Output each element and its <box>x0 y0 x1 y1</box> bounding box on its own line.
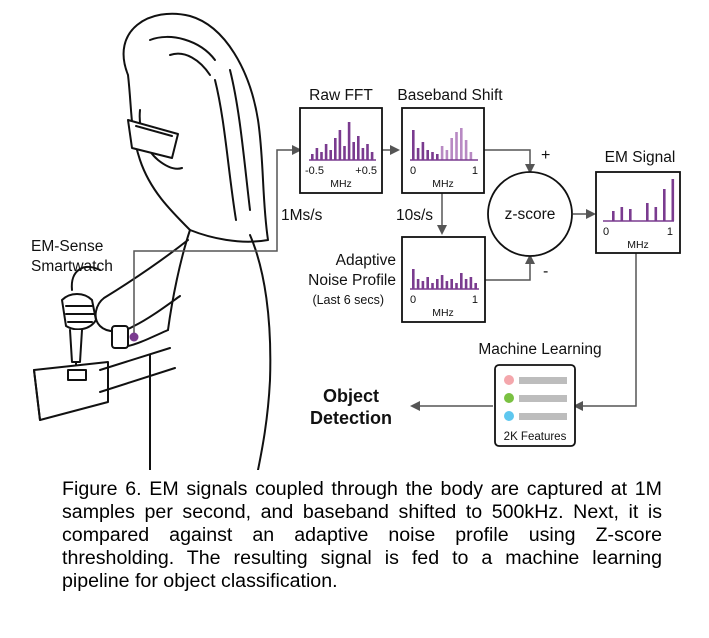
em-signal-panel: EM Signal 0 1 MHz <box>595 149 681 254</box>
spectrum-bar <box>440 275 444 289</box>
feature-dot-2 <box>504 393 514 403</box>
spectrum-bar <box>416 279 420 289</box>
spectrum-bar <box>450 138 453 160</box>
signal-lines <box>133 145 637 411</box>
noise-title-1: Adaptive <box>336 252 396 269</box>
spectrum-bar <box>426 277 429 289</box>
ml-panel: Machine Learning 2K Features <box>478 341 602 447</box>
spectrum-bar <box>421 142 425 160</box>
spectrum-bar <box>612 211 615 221</box>
raw-fft-tick-left: -0.5 <box>305 165 324 177</box>
spectrum-bar <box>440 146 444 160</box>
figure-caption: Figure 6. EM signals coupled through the… <box>62 478 662 592</box>
em-to-ml-line <box>573 253 637 411</box>
spectrum-bar <box>455 132 458 160</box>
watch-to-fft-line <box>133 145 302 337</box>
zscore-minus: - <box>543 263 548 280</box>
spectrum-bar <box>469 152 473 160</box>
spectrum-bar <box>460 128 463 160</box>
spectrum-bar <box>324 144 328 160</box>
spectrum-bar <box>436 279 439 289</box>
raw-fft-title: Raw FFT <box>309 87 373 104</box>
noise-subtitle: (Last 6 secs) <box>312 293 384 307</box>
smartwatch-label-1: EM-Sense <box>31 238 103 255</box>
baseband-unit: MHz <box>432 178 454 190</box>
spectrum-bar <box>329 150 332 160</box>
spectrum-bar <box>474 283 477 289</box>
feature-dot-3 <box>504 411 514 421</box>
baseband-tick-right: 1 <box>472 165 478 177</box>
baseband-to-zscore-arrow <box>484 149 535 174</box>
spectrum-bar <box>421 281 425 289</box>
raw-fft-tick-right: +0.5 <box>355 165 377 177</box>
em-signal-title: EM Signal <box>605 149 676 166</box>
raw-fft-unit: MHz <box>330 178 352 190</box>
noise-bars <box>412 269 477 289</box>
noise-panel: Adaptive Noise Profile (Last 6 secs) 0 1… <box>308 236 486 323</box>
rate-10s-label: 10s/s <box>396 207 433 224</box>
noise-unit: MHz <box>432 307 454 319</box>
zscore-plus: + <box>541 147 550 164</box>
ml-features-label: 2K Features <box>504 431 567 443</box>
spectrum-bar <box>464 279 468 289</box>
person-illustration <box>33 12 272 470</box>
spectrum-bar <box>366 144 369 160</box>
raw-fft-panel: Raw FFT -0.5 +0.5 MHz <box>299 87 383 194</box>
spectrum-bar <box>671 179 675 221</box>
em-sense-diagram: EM-Sense Smartwatch 1Ms/s 10s/s Raw FFT … <box>31 12 681 470</box>
object-detection-1: Object <box>323 386 379 406</box>
spectrum-bar <box>445 150 449 160</box>
spectrum-bar <box>320 152 323 160</box>
spectrum-bar <box>629 209 632 221</box>
em-unit: MHz <box>627 239 649 251</box>
spectrum-bar <box>311 154 314 160</box>
spectrum-bar <box>426 150 429 160</box>
spectrum-bar <box>412 269 415 289</box>
baseband-panel: Baseband Shift 0 1 MHz <box>397 87 503 194</box>
zscore-node: z-score + - <box>487 147 573 280</box>
spectrum-bar <box>416 148 420 160</box>
spectrum-bar <box>343 146 346 160</box>
spectrum-bar <box>431 152 434 160</box>
object-detection-2: Detection <box>310 408 392 428</box>
spectrum-bar <box>436 154 439 160</box>
watch-signal-dot <box>129 332 139 342</box>
baseband-title: Baseband Shift <box>397 87 503 104</box>
baseband-tick-left: 0 <box>410 165 416 177</box>
noise-tick-left: 0 <box>410 294 416 306</box>
spectrum-bar <box>347 122 351 160</box>
noise-to-zscore-arrow <box>485 254 535 281</box>
spectrum-bar <box>646 203 649 221</box>
spectrum-bar <box>450 279 453 289</box>
spectrum-bar <box>663 189 666 221</box>
noise-tick-right: 1 <box>472 294 478 306</box>
spectrum-bar <box>431 283 434 289</box>
zscore-label: z-score <box>505 206 556 223</box>
spectrum-bar <box>464 140 468 160</box>
spectrum-bar <box>445 281 449 289</box>
em-tick-left: 0 <box>603 226 609 238</box>
ml-title: Machine Learning <box>478 341 601 358</box>
feature-dot-1 <box>504 375 514 385</box>
spectrum-bar <box>352 142 355 160</box>
spectrum-bar <box>412 130 415 160</box>
spectrum-bar <box>654 207 658 221</box>
spectrum-bar <box>315 148 319 160</box>
rate-1ms-label: 1Ms/s <box>281 207 323 224</box>
spectrum-bar <box>469 277 473 289</box>
raw-fft-bars <box>311 122 374 160</box>
spectrum-bar <box>370 152 374 160</box>
noise-title-2: Noise Profile <box>308 272 396 289</box>
spectrum-bar <box>620 207 624 221</box>
smartwatch-label-2: Smartwatch <box>31 258 113 275</box>
em-tick-right: 1 <box>667 226 673 238</box>
spectrum-bar <box>334 138 337 160</box>
spectrum-bar <box>361 148 365 160</box>
spectrum-bar <box>455 283 458 289</box>
em-signal-bars <box>612 179 675 221</box>
spectrum-bar <box>357 136 360 160</box>
spectrum-bar <box>338 130 342 160</box>
baseband-bars <box>412 128 473 160</box>
spectrum-bar <box>460 273 463 289</box>
